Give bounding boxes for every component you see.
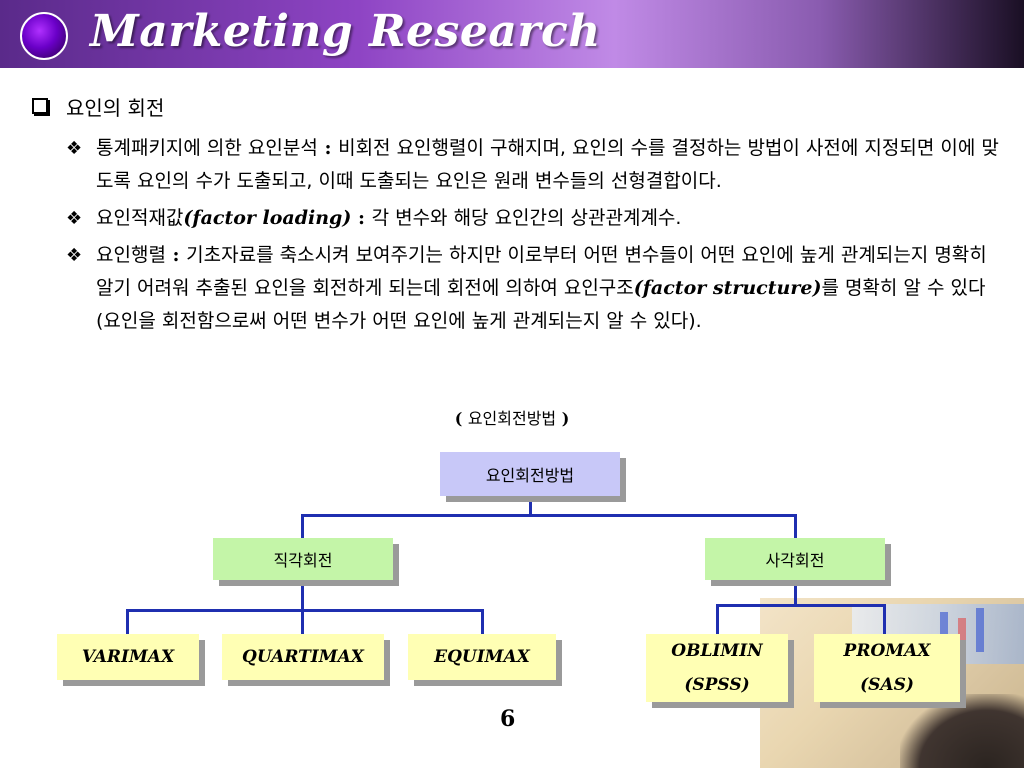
- item-separator: :: [351, 207, 372, 229]
- varimax-node: VARIMAX: [57, 634, 199, 680]
- promax-tool: (SAS): [860, 675, 914, 695]
- oblimin-node: OBLIMIN (SPSS): [646, 634, 788, 702]
- quartimax-node: QUARTIMAX: [222, 634, 384, 680]
- list-item: ❖ 요인행렬 : 기초자료를 축소시켜 보여주기는 하지만 이로부터 어떤 변수…: [66, 239, 1006, 338]
- connector-line: [481, 609, 484, 635]
- diamond-bullet-icon: ❖: [66, 138, 83, 159]
- list-item: ❖ 통계패키지에 의한 요인분석 : 비회전 요인행렬이 구해지며, 요인의 수…: [66, 132, 1006, 198]
- item-lead: 요인적재값: [96, 207, 184, 229]
- item-lead: 요인행렬: [96, 244, 166, 266]
- connector-line: [883, 604, 886, 634]
- connector-line: [794, 514, 797, 538]
- connector-line: [716, 604, 719, 634]
- list-item: ❖ 요인적재값(factor loading) : 각 변수와 해당 요인간의 …: [66, 202, 1006, 235]
- promax-label: PROMAX: [843, 641, 931, 661]
- diamond-bullet-icon: ❖: [66, 245, 83, 266]
- purple-orb-icon: [20, 12, 68, 60]
- oblique-rotation-node: 사각회전: [705, 538, 885, 580]
- hollow-square-bullet-icon: [32, 98, 48, 114]
- page-number: 6: [500, 706, 516, 732]
- connector-line: [794, 580, 797, 606]
- diagram-caption: ( 요인회전방법 ): [454, 409, 570, 428]
- caption-text: 요인회전방법: [467, 409, 557, 428]
- item-lead: 통계패키지에 의한 요인분석: [96, 137, 318, 159]
- item-separator: :: [317, 137, 339, 159]
- connector-line: [301, 514, 304, 538]
- connector-line: [529, 496, 532, 516]
- bullet-list: ❖ 통계패키지에 의한 요인분석 : 비회전 요인행렬이 구해지며, 요인의 수…: [66, 132, 1006, 342]
- item-separator: :: [165, 244, 187, 266]
- oblimin-label: OBLIMIN: [671, 641, 763, 661]
- topic-heading: 요인의 회전: [32, 92, 164, 121]
- equimax-node: EQUIMAX: [408, 634, 556, 680]
- item-text-continued: 를 명확히 알 수 있다(요인을 회전함으로써 어떤 변수가 어떤 요인에 높게…: [96, 277, 986, 332]
- item-text: 각 변수와 해당 요인간의 상관관계계수.: [371, 207, 682, 229]
- connector-line: [301, 514, 797, 517]
- connector-line: [126, 609, 484, 612]
- connector-line: [301, 580, 304, 610]
- title-bar: Marketing Research: [0, 0, 1024, 68]
- slide-title: Marketing Research: [90, 6, 601, 57]
- item-term: (factor structure): [633, 277, 822, 299]
- connector-line: [126, 609, 129, 635]
- connector-line: [301, 609, 304, 635]
- diamond-bullet-icon: ❖: [66, 208, 83, 229]
- diagram-root-node: 요인회전방법: [440, 452, 620, 496]
- connector-line: [716, 604, 886, 607]
- topic-text: 요인의 회전: [66, 96, 165, 120]
- promax-node: PROMAX (SAS): [814, 634, 960, 702]
- item-text: 기초자료를 축소시켜 보여주기는 하지만 이로부터 어떤 변수들이 어떤 요인에…: [96, 244, 987, 299]
- item-text: 비회전 요인행렬이 구해지며, 요인의 수를 결정하는 방법이 사전에 지정되면…: [96, 137, 999, 192]
- orthogonal-rotation-node: 직각회전: [213, 538, 393, 580]
- oblimin-tool: (SPSS): [684, 675, 750, 695]
- item-term: (factor loading): [183, 207, 352, 229]
